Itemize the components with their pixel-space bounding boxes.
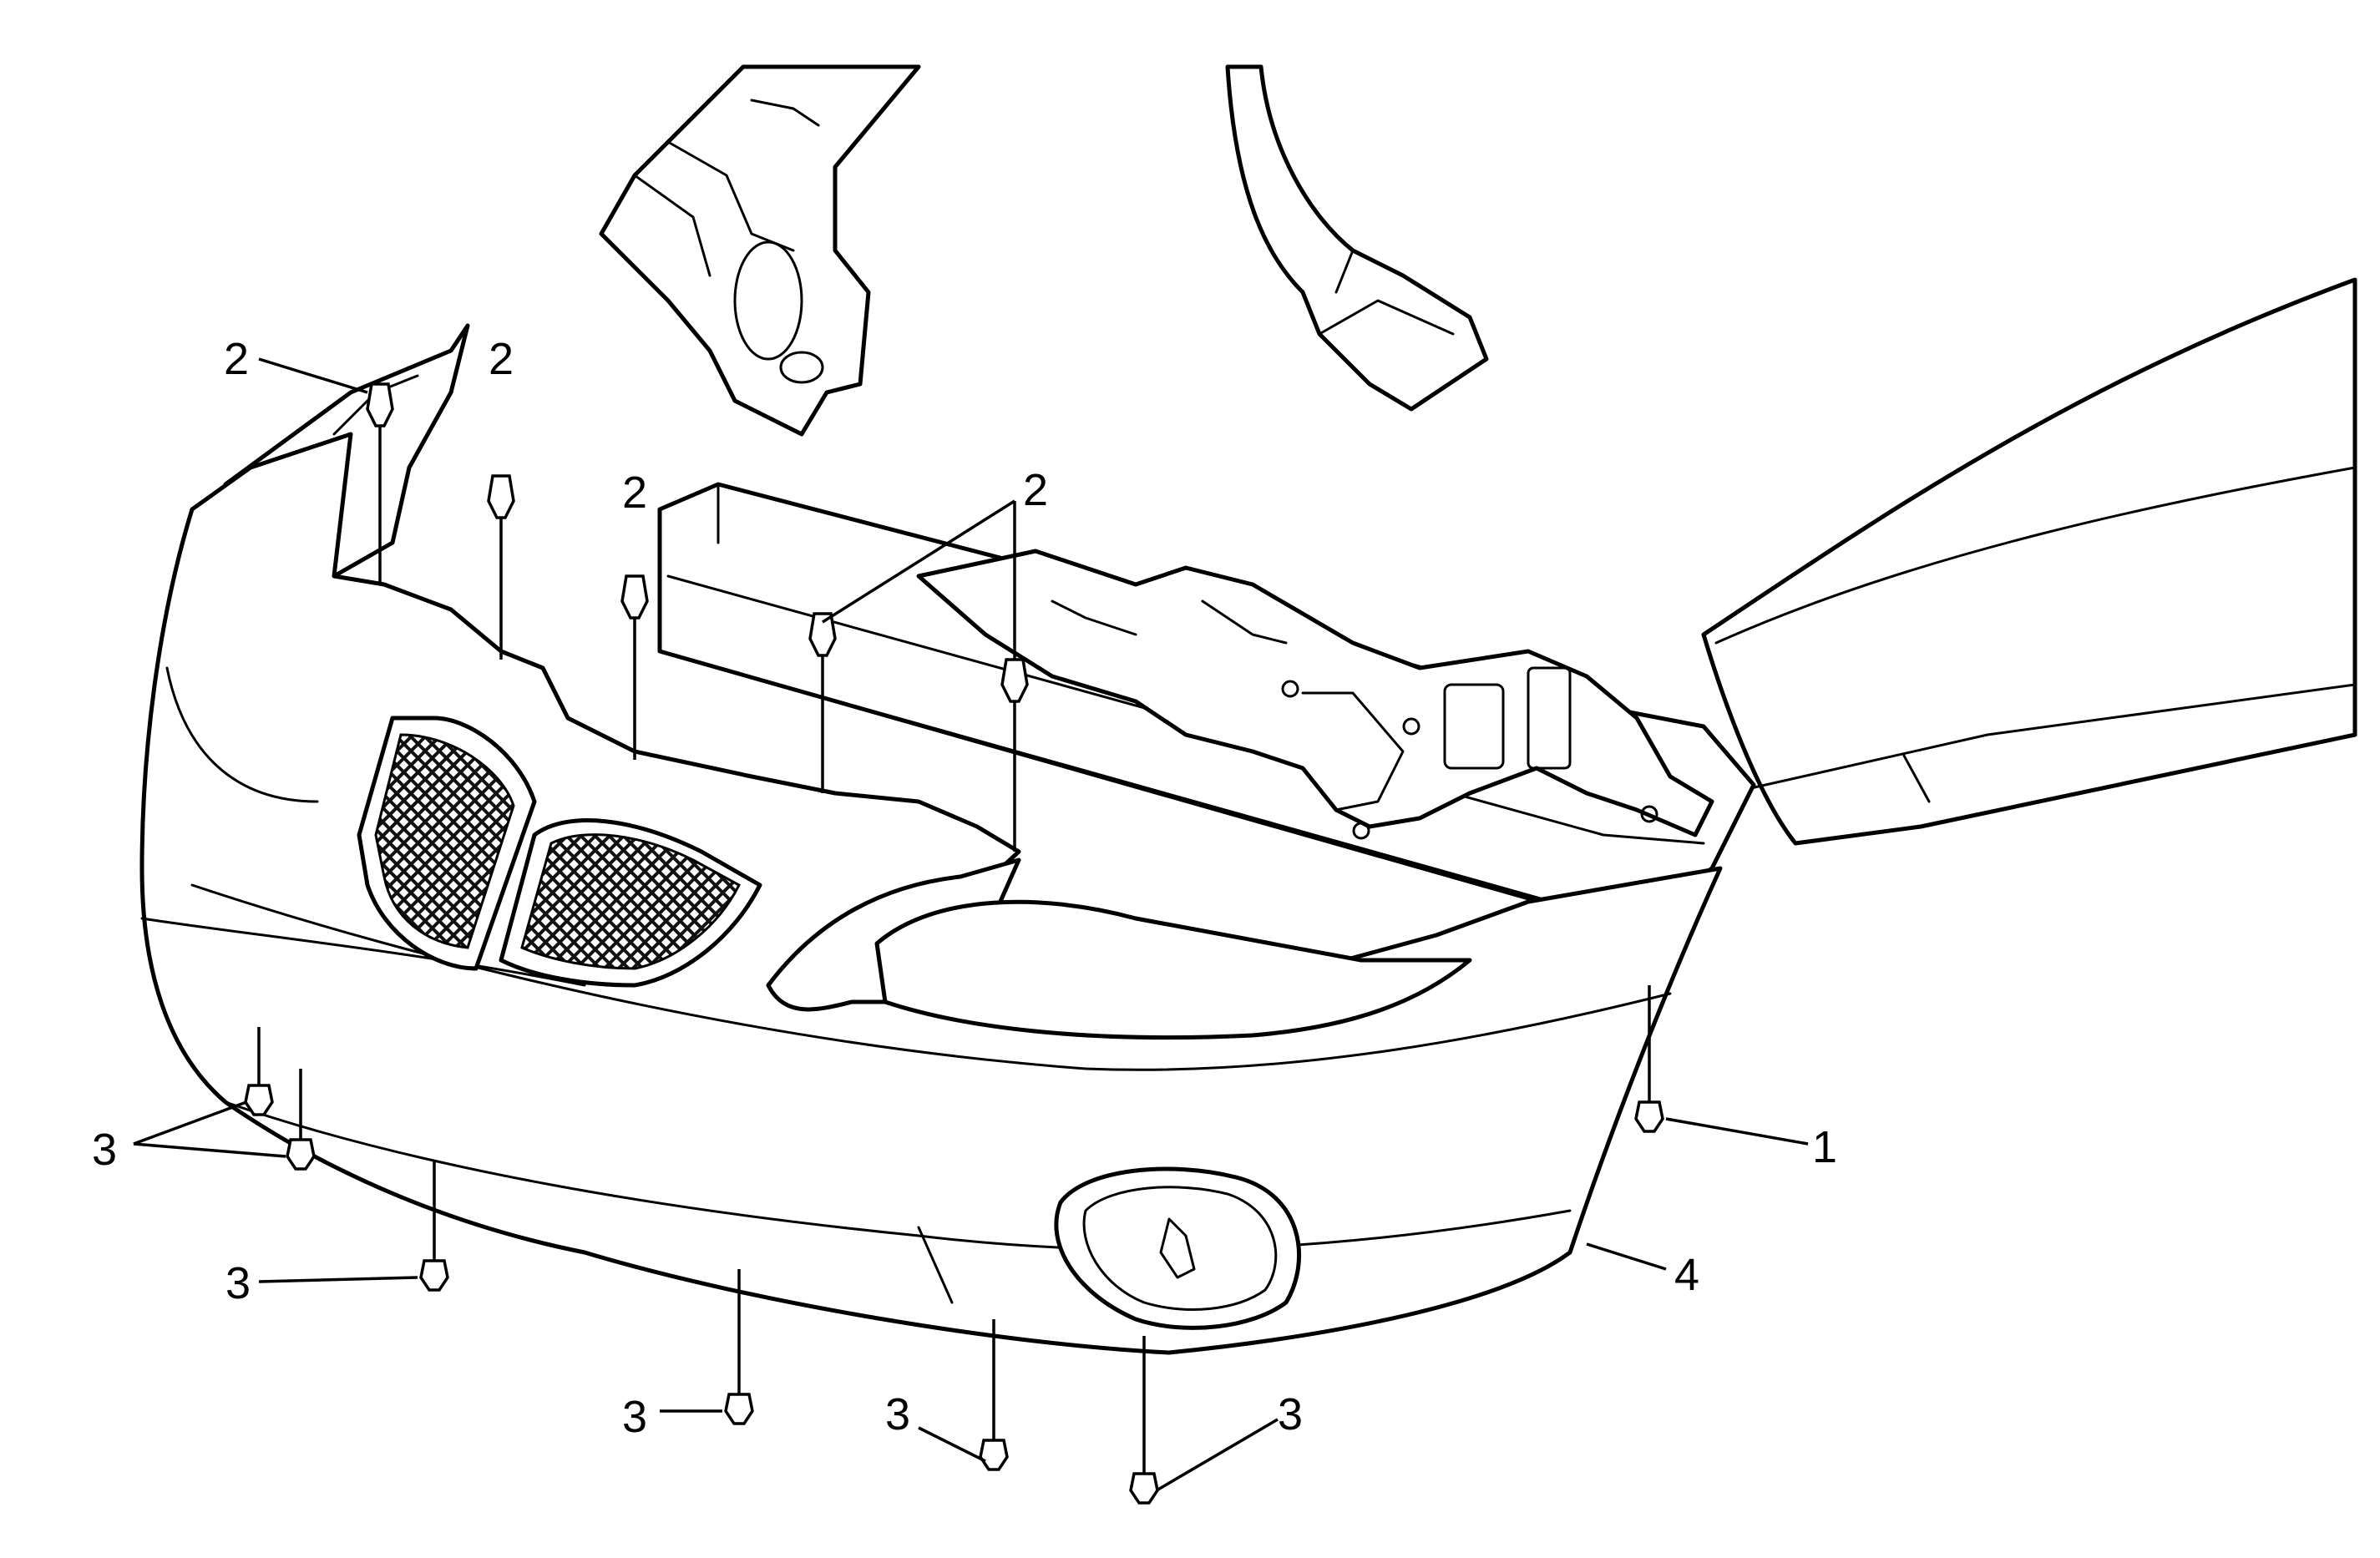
bolt-3d — [724, 1269, 754, 1425]
callout-3-d: 3 — [885, 1389, 910, 1439]
fog-lamp-opening — [1054, 1166, 1302, 1330]
fasteners-3 — [244, 1027, 1159, 1505]
callout-2-d: 2 — [1023, 465, 1048, 515]
callout-3-e: 3 — [1278, 1389, 1303, 1439]
pin-2c — [620, 574, 649, 760]
bolt-3e — [979, 1319, 1009, 1471]
fender-support-bracket — [1225, 64, 1489, 412]
headlamp-opening — [766, 857, 1472, 1040]
callout-2-b: 2 — [489, 334, 514, 384]
callout-3-b: 3 — [225, 1258, 251, 1308]
bolt-3b — [286, 1069, 316, 1171]
radiator-support — [916, 549, 1714, 840]
callout-4: 4 — [1674, 1250, 1699, 1300]
callout-3-c: 3 — [622, 1392, 647, 1442]
grille-left — [357, 716, 537, 971]
fastener-1 — [1634, 985, 1664, 1133]
pin-2b — [487, 474, 515, 660]
callout-2-a: 2 — [224, 334, 249, 384]
pin-2d — [808, 612, 837, 793]
grille-right — [499, 818, 762, 988]
callout-2-c: 2 — [622, 468, 647, 518]
upper-tie-bar — [599, 64, 921, 437]
fender — [1701, 277, 2357, 846]
callout-3-a: 3 — [92, 1125, 117, 1175]
callout-labels: 2 2 2 2 3 3 3 3 3 1 4 — [92, 334, 1837, 1442]
leader-lines — [133, 357, 1809, 1492]
bolt-3f — [1129, 1336, 1159, 1505]
fasteners-2 — [366, 382, 1029, 852]
pin-2a — [366, 382, 394, 584]
bolt-3c — [419, 1161, 449, 1292]
pin-2e — [1000, 658, 1029, 852]
callout-1: 1 — [1812, 1122, 1837, 1172]
